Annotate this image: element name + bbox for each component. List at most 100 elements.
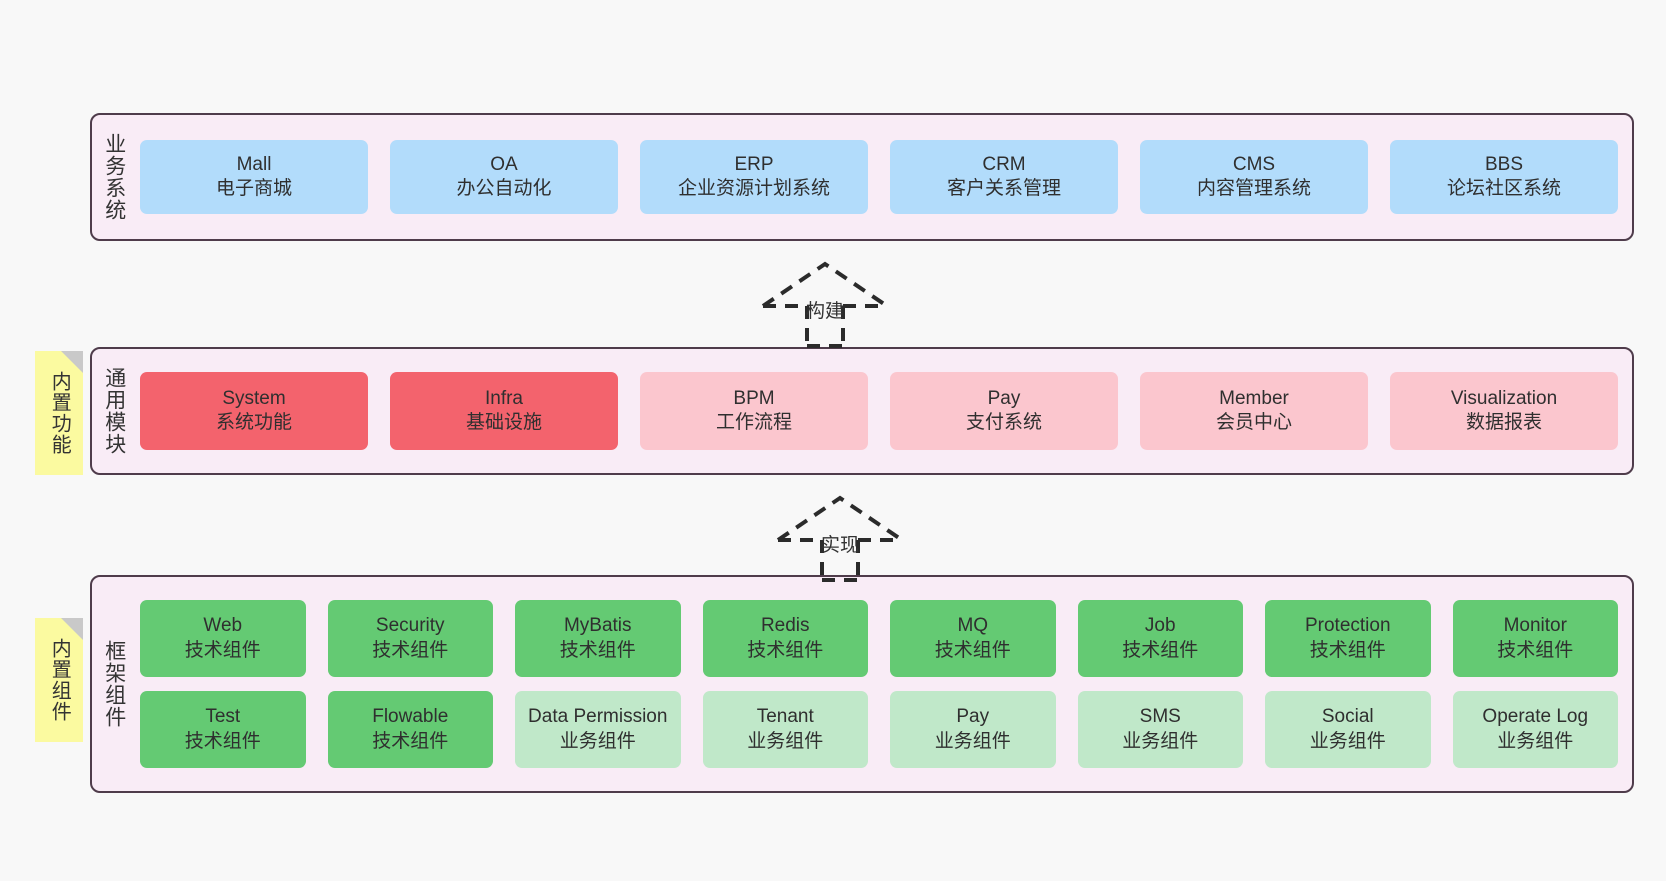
card-subtitle: 业务组件: [1497, 730, 1574, 752]
card-subtitle: 基础设施: [465, 412, 542, 433]
sticky-note-label: 内置组件: [48, 638, 71, 722]
layer-business-system: 业务系统 Mall 电子商城 OA 办公自动化 ERP 企业资源计划系统 CRM…: [90, 113, 1634, 241]
card-redis[interactable]: Redis 技术组件: [702, 600, 868, 677]
note-fold-corner-icon: [61, 351, 83, 373]
card-protection[interactable]: Protection 技术组件: [1265, 600, 1431, 677]
card-visualization[interactable]: Visualization 数据报表: [1390, 372, 1618, 450]
card-title: Visualization: [1450, 387, 1558, 409]
layer-title-framework-component: 框架组件: [102, 640, 126, 728]
card-title: Social: [1321, 706, 1374, 728]
sticky-note-label: 内置功能: [48, 371, 71, 455]
card-job[interactable]: Job 技术组件: [1077, 600, 1243, 677]
card-title: ERP: [734, 153, 774, 175]
card-subtitle: 办公自动化: [456, 178, 552, 199]
card-subtitle: 技术组件: [184, 639, 261, 661]
card-flowable[interactable]: Flowable 技术组件: [327, 691, 493, 768]
connector-build-label: 构建: [805, 301, 845, 322]
card-title: BPM: [733, 387, 775, 409]
card-bpm[interactable]: BPM 工作流程: [640, 372, 868, 450]
card-bbs[interactable]: BBS 论坛社区系统: [1390, 140, 1618, 214]
card-subtitle: 系统功能: [215, 412, 292, 433]
card-title: Pay: [956, 706, 990, 728]
card-title: Tenant: [756, 706, 814, 728]
card-title: Operate Log: [1482, 706, 1589, 728]
card-subtitle: 业务组件: [1309, 730, 1386, 752]
card-subtitle: 数据报表: [1465, 412, 1542, 433]
card-subtitle: 内容管理系统: [1196, 178, 1311, 199]
card-pay-business[interactable]: Pay 业务组件: [890, 691, 1056, 768]
card-title: MQ: [957, 615, 989, 637]
card-row: Test 技术组件 Flowable 技术组件 Data Permission …: [140, 691, 1618, 768]
card-title: Test: [205, 706, 241, 728]
card-row: Web 技术组件 Security 技术组件 MyBatis 技术组件 Redi…: [140, 600, 1618, 677]
card-subtitle: 技术组件: [1497, 639, 1574, 661]
layer-common-module: 通用模块 System 系统功能 Infra 基础设施 BPM 工作流程 Pay…: [90, 347, 1634, 475]
card-subtitle: 电子商城: [215, 178, 292, 199]
card-cms[interactable]: CMS 内容管理系统: [1140, 140, 1368, 214]
connector-implement-label: 实现: [820, 535, 860, 556]
card-subtitle: 业务组件: [934, 730, 1011, 752]
card-title: Monitor: [1503, 615, 1567, 637]
card-subtitle: 技术组件: [1122, 639, 1199, 661]
card-subtitle: 技术组件: [559, 639, 636, 661]
card-oa[interactable]: OA 办公自动化: [390, 140, 618, 214]
card-title: Pay: [987, 387, 1021, 409]
card-crm[interactable]: CRM 客户关系管理: [890, 140, 1118, 214]
card-subtitle: 业务组件: [1122, 730, 1199, 752]
card-security[interactable]: Security 技术组件: [327, 600, 493, 677]
card-subtitle: 技术组件: [184, 730, 261, 752]
card-subtitle: 技术组件: [372, 639, 449, 661]
card-subtitle: 企业资源计划系统: [677, 178, 830, 199]
card-title: MyBatis: [563, 615, 632, 637]
card-title: CMS: [1232, 153, 1276, 175]
card-tenant[interactable]: Tenant 业务组件: [702, 691, 868, 768]
card-subtitle: 业务组件: [559, 730, 636, 752]
card-subtitle: 论坛社区系统: [1446, 178, 1561, 199]
card-test[interactable]: Test 技术组件: [140, 691, 306, 768]
card-subtitle: 业务组件: [747, 730, 824, 752]
layer-body-business-system: Mall 电子商城 OA 办公自动化 ERP 企业资源计划系统 CRM 客户关系…: [136, 115, 1632, 239]
layer-title-common-module: 通用模块: [102, 367, 126, 455]
card-title: Member: [1219, 387, 1289, 409]
card-subtitle: 技术组件: [934, 639, 1011, 661]
card-title: Mall: [236, 153, 272, 175]
card-subtitle: 技术组件: [747, 639, 824, 661]
card-row: Mall 电子商城 OA 办公自动化 ERP 企业资源计划系统 CRM 客户关系…: [140, 140, 1618, 214]
card-title: Flowable: [372, 706, 449, 728]
card-operate-log[interactable]: Operate Log 业务组件: [1452, 691, 1618, 768]
card-subtitle: 会员中心: [1215, 412, 1292, 433]
sticky-note-builtin-function: 内置功能: [35, 351, 83, 475]
card-erp[interactable]: ERP 企业资源计划系统: [640, 140, 868, 214]
card-monitor[interactable]: Monitor 技术组件: [1452, 600, 1618, 677]
connector-implement: 实现: [770, 492, 920, 582]
card-title: Protection: [1304, 615, 1391, 637]
card-title: CRM: [982, 153, 1026, 175]
card-mq[interactable]: MQ 技术组件: [890, 600, 1056, 677]
card-data-permission[interactable]: Data Permission 业务组件: [515, 691, 681, 768]
card-social[interactable]: Social 业务组件: [1265, 691, 1431, 768]
card-title: OA: [490, 153, 518, 175]
card-subtitle: 工作流程: [715, 412, 792, 433]
layer-body-common-module: System 系统功能 Infra 基础设施 BPM 工作流程 Pay 支付系统…: [136, 349, 1632, 473]
card-title: Data Permission: [528, 706, 668, 728]
card-member[interactable]: Member 会员中心: [1140, 372, 1368, 450]
sticky-note-builtin-component: 内置组件: [35, 618, 83, 742]
card-subtitle: 客户关系管理: [946, 178, 1061, 199]
card-pay[interactable]: Pay 支付系统: [890, 372, 1118, 450]
card-title: Infra: [484, 387, 524, 409]
card-row: System 系统功能 Infra 基础设施 BPM 工作流程 Pay 支付系统…: [140, 372, 1618, 450]
card-sms[interactable]: SMS 业务组件: [1077, 691, 1243, 768]
card-mybatis[interactable]: MyBatis 技术组件: [515, 600, 681, 677]
card-title: Redis: [760, 615, 810, 637]
layer-framework-component: 框架组件 Web 技术组件 Security 技术组件 MyBatis 技术组件…: [90, 575, 1634, 793]
card-title: Job: [1144, 615, 1176, 637]
card-subtitle: 支付系统: [965, 412, 1042, 433]
card-mall[interactable]: Mall 电子商城: [140, 140, 368, 214]
card-subtitle: 技术组件: [1309, 639, 1386, 661]
card-infra[interactable]: Infra 基础设施: [390, 372, 618, 450]
card-system[interactable]: System 系统功能: [140, 372, 368, 450]
card-web[interactable]: Web 技术组件: [140, 600, 306, 677]
card-title: Web: [203, 615, 243, 637]
card-title: BBS: [1484, 153, 1524, 175]
